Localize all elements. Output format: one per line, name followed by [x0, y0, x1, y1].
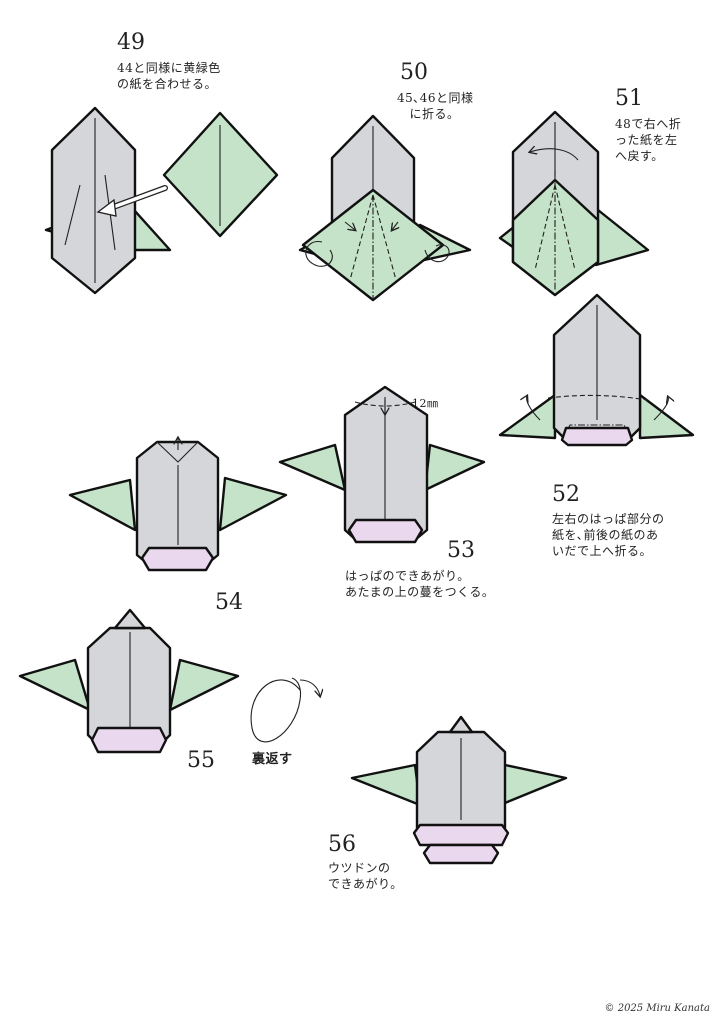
step-52-caption: 左右のはっぱ部分の 紙を､前後の紙のあ いだで上へ折る。: [552, 512, 665, 558]
step-50-figure: [298, 114, 472, 302]
step-49-caption: 44と同様に黄緑色 の紙を合わせる。: [117, 61, 221, 91]
flip-arrow: [250, 677, 320, 743]
step-55-figure: [18, 608, 240, 754]
step-52-figure: [498, 293, 695, 447]
step-56-number: 56: [328, 832, 356, 857]
step-54-number: 54: [215, 590, 243, 615]
step-50-caption: 45､46と同様 に折る。: [397, 91, 474, 121]
step-51-figure: [498, 110, 650, 297]
copyright: © 2025 Miru Kanata: [604, 1003, 710, 1014]
step-52-number: 52: [552, 482, 580, 507]
measure-label: 12㎜: [412, 397, 439, 410]
step-56-figure: [350, 715, 568, 865]
step-50-number: 50: [400, 60, 428, 85]
step-56-caption: ウツドンの できあがり。: [328, 861, 403, 891]
step-53-number: 53: [447, 538, 475, 563]
step-53-figure: [278, 385, 486, 544]
step-53-caption: はっぱのできあがり。 あたまの上の蔓をつくる。: [345, 569, 495, 599]
step-54-figure: [68, 438, 288, 572]
step-55-number: 55: [187, 748, 215, 773]
step-49-figure: [44, 106, 279, 295]
step-51-caption: 48で右へ折 った紙を左 へ戻す。: [615, 117, 682, 163]
step-51-number: 51: [615, 86, 643, 111]
flip-label: 裏返す: [252, 752, 293, 767]
step-49-number: 49: [117, 30, 145, 55]
